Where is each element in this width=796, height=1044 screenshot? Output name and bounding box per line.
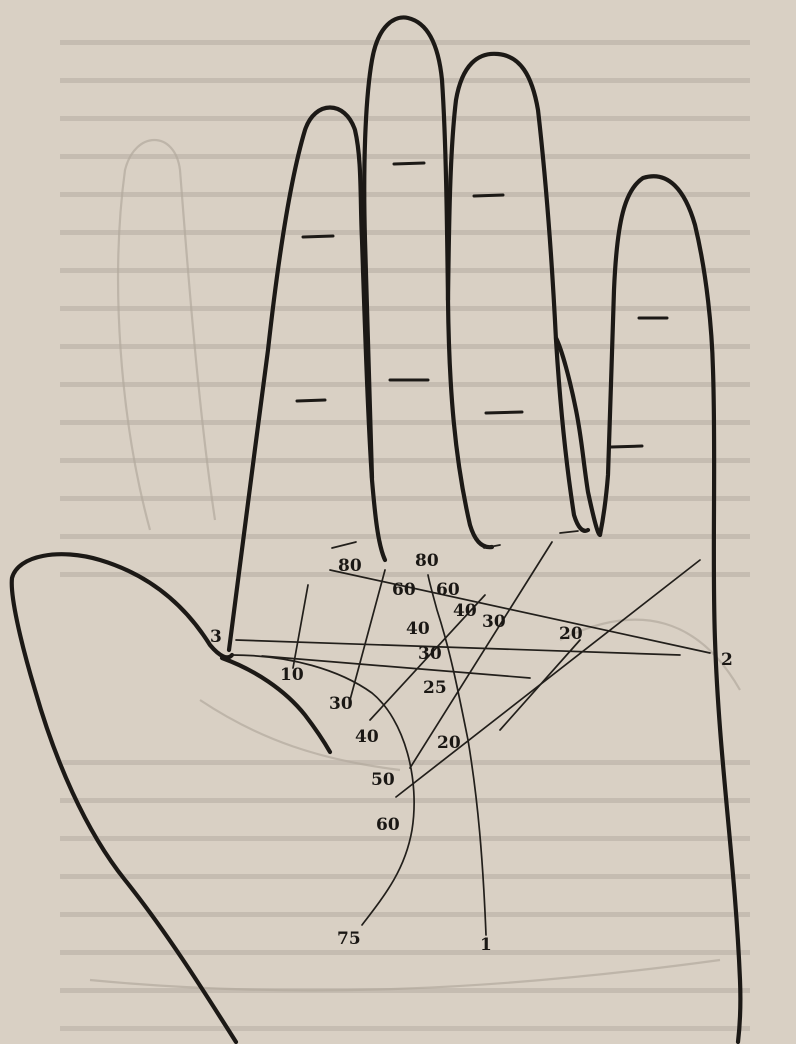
middle-joint-mark-upper [394,163,424,164]
label-30-life: 30 [329,694,353,714]
label-40-a: 40 [453,601,477,621]
label-10: 10 [280,665,304,685]
little-joint-mark-lower [611,446,642,447]
label-75: 75 [337,929,361,949]
label-20-b: 20 [437,733,461,753]
label-60-b: 60 [436,580,460,600]
label-80-left: 80 [338,556,362,576]
ring-joint-mark-upper [474,195,503,196]
label-30-b: 30 [418,644,442,664]
label-50: 50 [371,770,395,790]
label-60-a: 60 [392,580,416,600]
label-3: 3 [210,627,222,647]
label-2: 2 [721,650,733,670]
label-40-life: 40 [355,727,379,747]
label-1: 1 [480,935,492,955]
index-joint-mark-upper [303,236,333,237]
label-30-a: 30 [482,612,506,632]
label-20-a: 20 [559,624,583,644]
ring-joint-mark-lower [486,412,522,413]
label-60-life: 60 [376,815,400,835]
label-80-right: 80 [415,551,439,571]
label-40-b: 40 [406,619,430,639]
label-25: 25 [423,678,447,698]
index-joint-mark-lower [297,400,325,401]
